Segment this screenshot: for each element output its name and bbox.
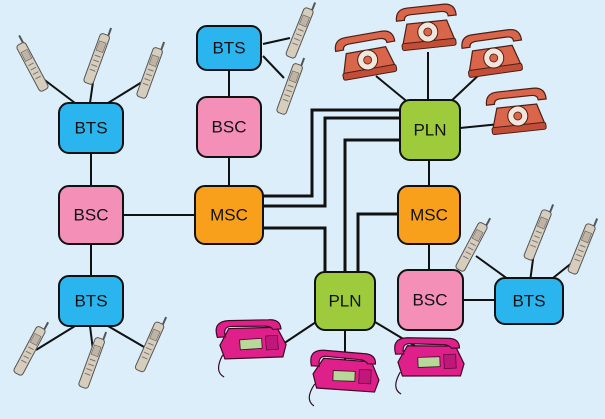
bts-label: BTS <box>74 292 107 311</box>
msc-node: MSC <box>194 185 264 245</box>
mobile-phone-icon <box>11 317 51 378</box>
mobile-phone-icon <box>522 200 556 262</box>
desk-phone-icon <box>308 349 381 409</box>
bts-node: BTS <box>196 25 262 71</box>
trunk-msc-pln-top-1 <box>263 116 400 208</box>
bts-node: BTS <box>494 277 564 325</box>
bsc-node: BSC <box>397 269 464 331</box>
msc-label: MSC <box>410 206 448 225</box>
mobile-phone-icon <box>284 0 318 60</box>
bts-label: BTS <box>512 292 545 311</box>
bsc-node: BSC <box>196 96 262 158</box>
rotary-phone-icon <box>484 86 550 136</box>
bsc-label: BSC <box>212 118 247 137</box>
desk-phone-icon <box>393 335 466 395</box>
pln-node: PLN <box>314 271 376 331</box>
mobile-phone-icon <box>566 214 600 276</box>
pln-label: PLN <box>328 292 361 311</box>
rotary-phone-icon <box>394 2 460 52</box>
trunk-msc-pln-top-2 <box>263 108 400 198</box>
mobile-phone-icon <box>11 33 51 94</box>
pln-label: PLN <box>413 121 446 140</box>
bts-label: BTS <box>212 39 245 58</box>
bts-node: BTS <box>58 102 124 154</box>
nodes: BTS BTS BTS BTS BSC BSC BSC <box>58 25 564 331</box>
pln-node: PLN <box>399 99 461 161</box>
bts-label: BTS <box>74 119 107 138</box>
trunk-msc-pln-bottom-2 <box>356 212 400 272</box>
msc-label: MSC <box>210 206 248 225</box>
rotary-phone-icon <box>332 28 401 82</box>
mobile-phone-icon <box>135 38 167 101</box>
bsc-label: BSC <box>413 291 448 310</box>
msc-node: MSC <box>397 185 461 245</box>
bsc-node: BSC <box>58 185 124 245</box>
mobile-phone-icon <box>275 54 307 117</box>
mobile-phone-icon <box>77 328 109 391</box>
trunk-msc-pln-bottom <box>263 226 327 272</box>
bsc-label: BSC <box>74 206 109 225</box>
rotary-phone-icon <box>459 27 527 79</box>
bts-node: BTS <box>58 275 124 327</box>
trunk-pln-pln <box>343 138 400 272</box>
desk-phone-icon <box>214 316 289 378</box>
mobile-phone-icon <box>82 24 114 87</box>
